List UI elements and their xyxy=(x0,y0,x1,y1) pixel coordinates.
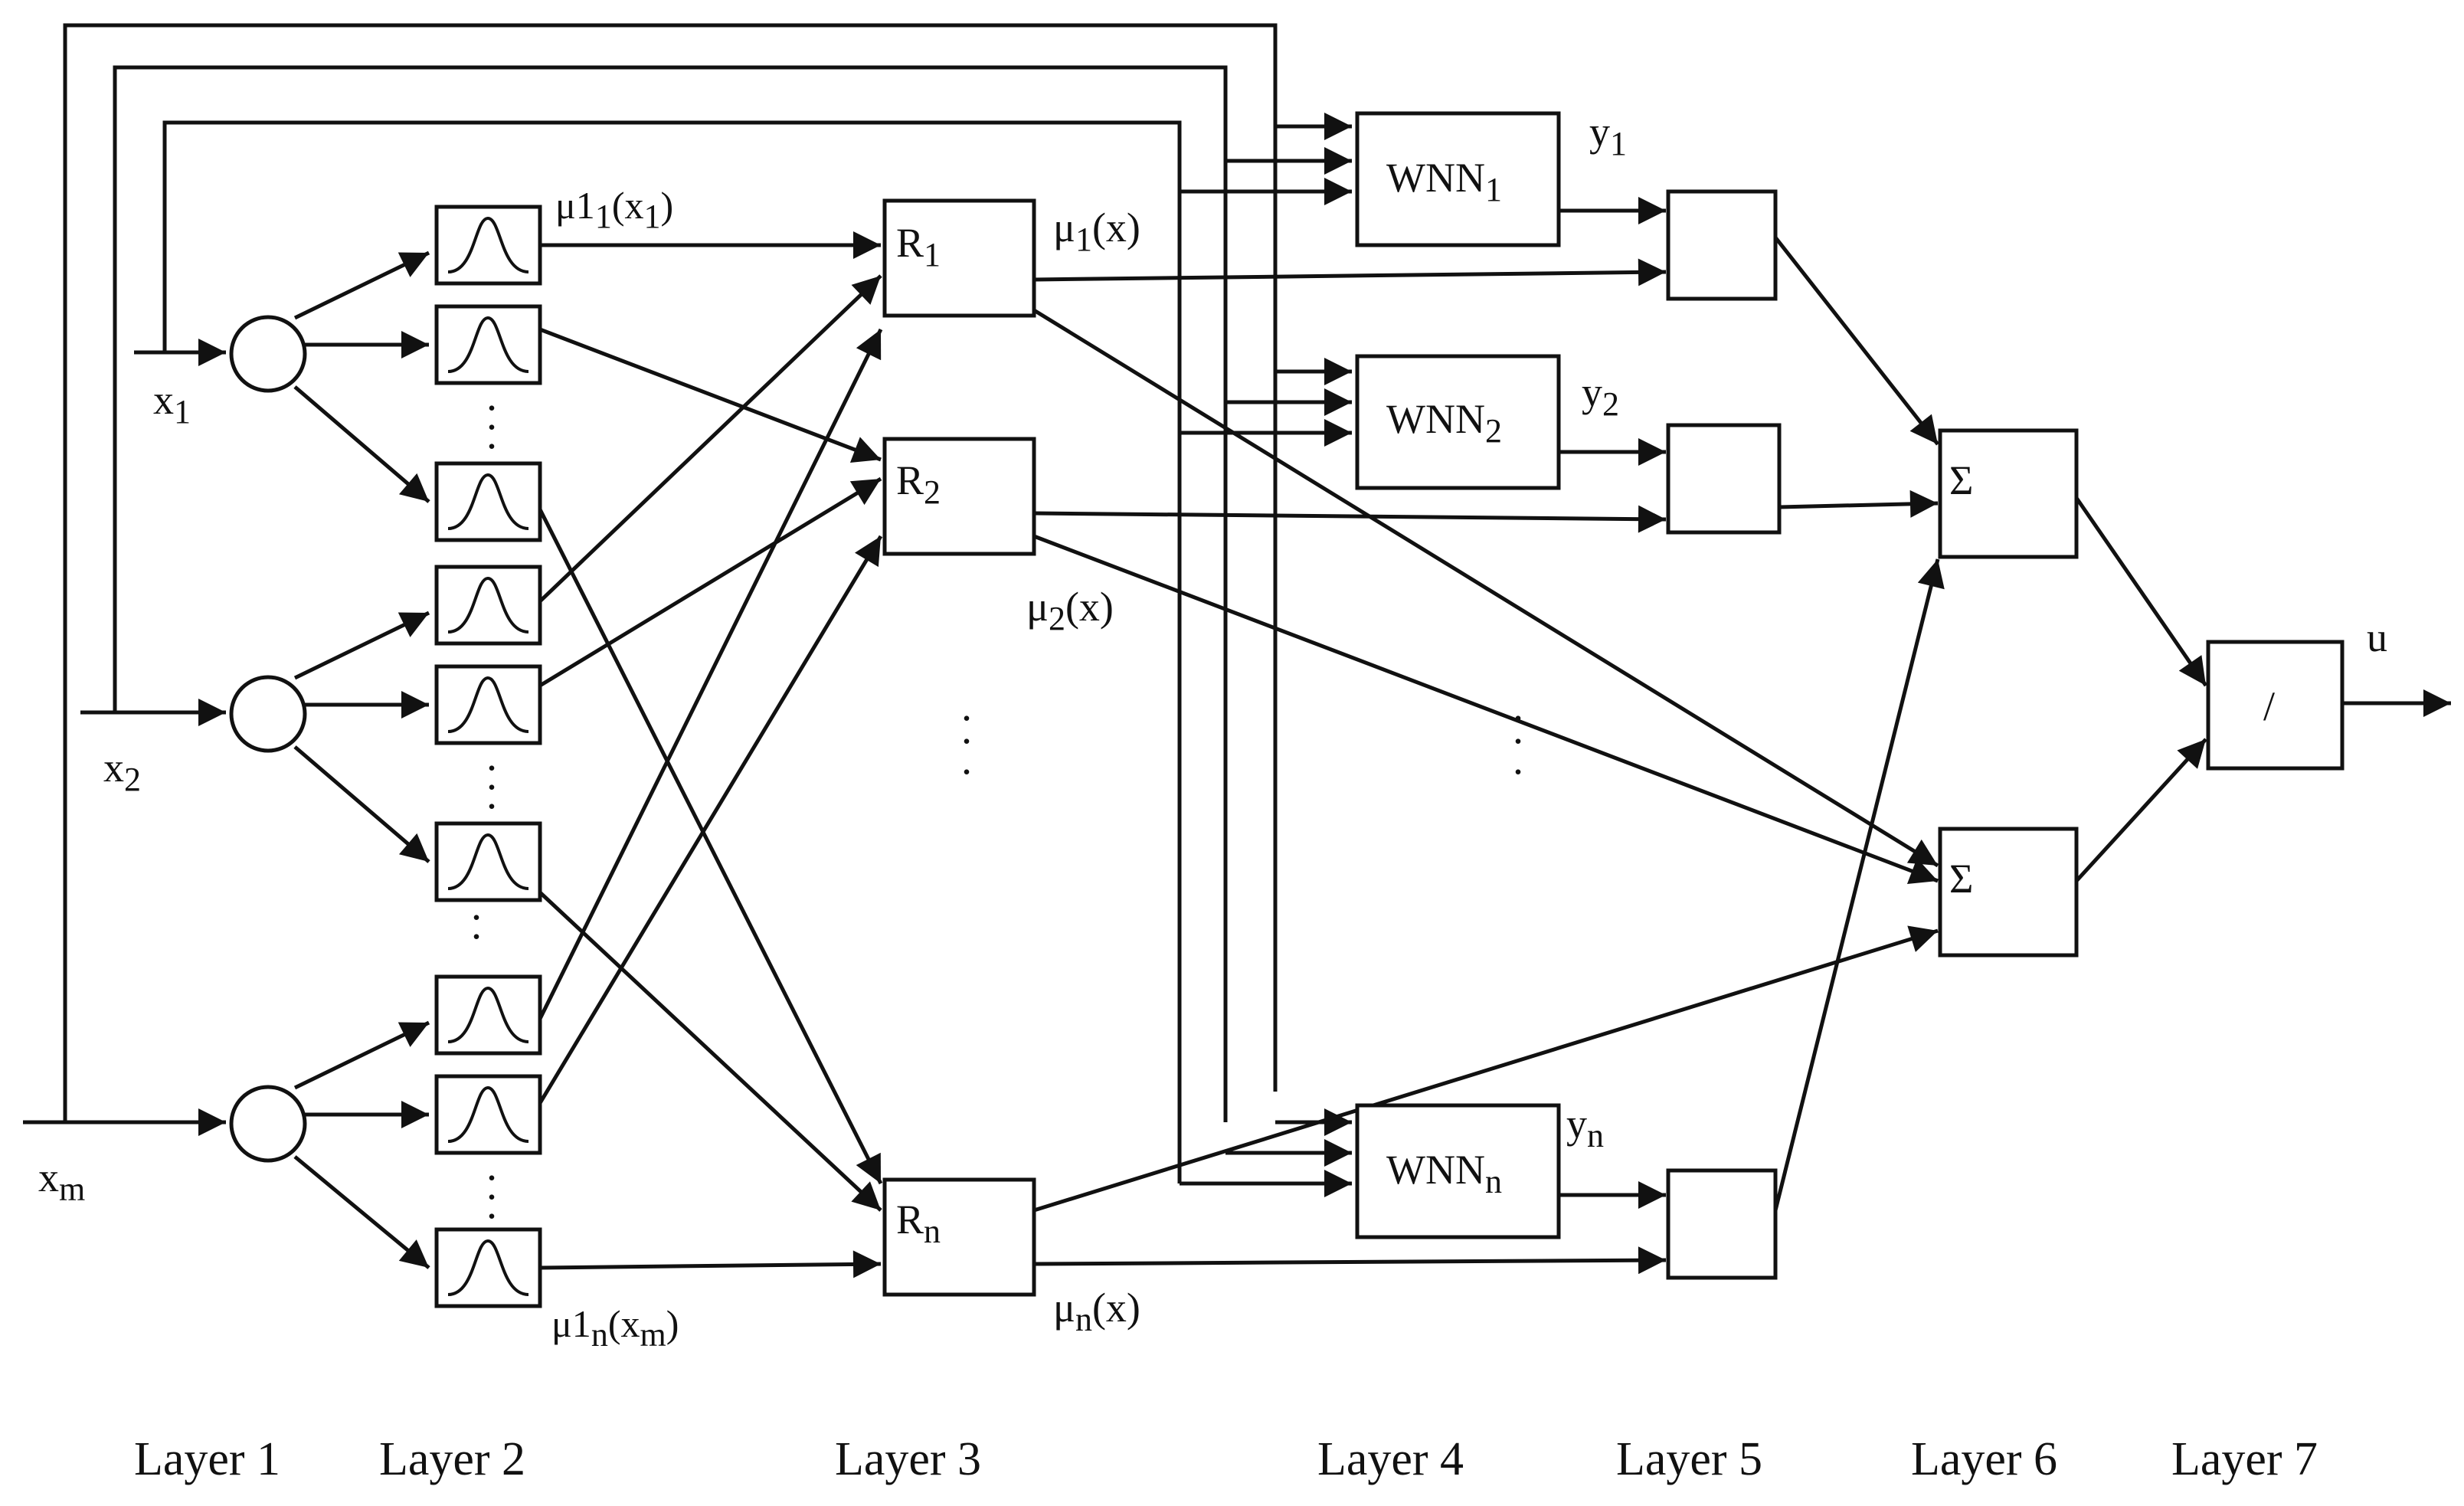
rule-label-n: Rn xyxy=(896,1197,941,1250)
mf-to-rule-wires xyxy=(538,231,883,1278)
product-node-n xyxy=(1666,1168,1778,1280)
rule-node-1 xyxy=(882,198,1036,318)
svg-text:.: . xyxy=(1513,706,1523,753)
product-nodes xyxy=(1666,189,1782,1280)
svg-text:.: . xyxy=(486,732,497,780)
input-label-2: x2 xyxy=(103,745,141,798)
product-node-2 xyxy=(1666,423,1782,535)
layer-caption-2: Layer 2 xyxy=(379,1433,525,1485)
sum-output-wires xyxy=(2074,496,2208,882)
wnn-node-2 xyxy=(1355,354,1561,490)
wnn-label-n: WNNn xyxy=(1386,1147,1502,1200)
svg-text:.: . xyxy=(486,411,497,458)
svg-text:.: . xyxy=(471,901,482,948)
membership-functions xyxy=(434,205,542,1308)
input-node-1 xyxy=(229,315,307,393)
svg-text:.: . xyxy=(486,1161,497,1209)
mf-box xyxy=(434,205,542,286)
layer-captions: Layer 1 Layer 2 Layer 3 Layer 4 Layer 5 … xyxy=(134,1433,2318,1485)
svg-text:.: . xyxy=(1513,736,1523,784)
rule-node-2 xyxy=(882,437,1036,556)
output-label: u xyxy=(2367,614,2387,660)
gaussian-curve-icon xyxy=(447,473,529,530)
rule-label-1: R1 xyxy=(896,220,941,273)
summation-nodes xyxy=(1938,428,2079,958)
sum-symbol-bottom: Σ xyxy=(1949,856,1973,902)
svg-text:.: . xyxy=(486,1142,497,1190)
mf-box xyxy=(434,461,542,542)
svg-text:.: . xyxy=(486,751,497,799)
gaussian-curve-icon xyxy=(447,676,529,733)
layer-caption-7: Layer 7 xyxy=(2171,1433,2318,1485)
wnn-output-label-1: y1 xyxy=(1589,109,1627,162)
product-node-1 xyxy=(1666,189,1778,301)
gaussian-curve-icon xyxy=(447,576,529,634)
product-output-wires xyxy=(1773,236,1945,1211)
mf-label-top: μ11(x1) xyxy=(555,184,673,235)
wnn-label-1: WNN1 xyxy=(1386,155,1502,208)
wnn-node-1 xyxy=(1355,111,1561,247)
mf-box xyxy=(434,1227,542,1308)
rule-output-label-2: μ2(x) xyxy=(1026,584,1114,637)
wnn-output-wires xyxy=(1559,197,1666,1209)
wnn-node-n xyxy=(1355,1103,1561,1239)
rule-label-2: R2 xyxy=(896,457,941,511)
input-label-1: x1 xyxy=(153,377,191,431)
svg-text:.: . xyxy=(1513,683,1523,730)
input-node-2 xyxy=(229,675,307,753)
mf-box xyxy=(434,565,542,646)
gaussian-curve-icon xyxy=(447,316,529,373)
rule-output-label-n: μn(x) xyxy=(1053,1285,1140,1338)
svg-text:.: . xyxy=(486,391,497,439)
node-to-mf-wires xyxy=(293,250,430,1269)
bypass-wires xyxy=(63,23,1352,1197)
sum-node-top xyxy=(1938,428,2079,559)
rule-output-label-1: μ1(x) xyxy=(1053,205,1140,258)
mf-label-bottom: μ1n(xm) xyxy=(551,1302,679,1354)
wnn-nodes xyxy=(1355,111,1561,1239)
gaussian-curve-icon xyxy=(447,1239,529,1296)
sum-node-bottom xyxy=(1938,827,2079,958)
layer-caption-4: Layer 4 xyxy=(1317,1433,1464,1485)
svg-text:.: . xyxy=(486,1180,497,1228)
svg-text:.: . xyxy=(486,372,497,420)
wnn-label-2: WNN2 xyxy=(1386,396,1502,450)
wnn-ellipsis: ... xyxy=(1513,683,1523,784)
mf-box xyxy=(434,974,542,1056)
mf-box xyxy=(434,1074,542,1155)
layer-caption-3: Layer 3 xyxy=(835,1433,981,1485)
layer-caption-6: Layer 6 xyxy=(1911,1433,2057,1485)
sum-symbol-top: Σ xyxy=(1949,457,1973,503)
svg-text:.: . xyxy=(961,706,972,753)
wnn-output-label-n: yn xyxy=(1566,1101,1604,1154)
layer-caption-5: Layer 5 xyxy=(1616,1433,1762,1485)
rule-nodes xyxy=(882,198,1036,1297)
rule-node-n xyxy=(882,1177,1036,1297)
rule-ellipsis: ... xyxy=(961,683,972,784)
division-node xyxy=(2206,640,2345,771)
mf-box xyxy=(434,821,542,902)
gaussian-curve-icon xyxy=(447,986,529,1043)
layer-caption-1: Layer 1 xyxy=(134,1433,280,1485)
gaussian-curve-icon xyxy=(447,216,529,273)
input-label-m: xm xyxy=(38,1154,85,1208)
rule-output-wires xyxy=(1032,258,1939,1275)
svg-text:.: . xyxy=(961,683,972,730)
mf-box xyxy=(434,664,542,745)
svg-text:.: . xyxy=(471,882,482,929)
svg-text:.: . xyxy=(961,736,972,784)
input-wires xyxy=(23,339,226,1136)
gaussian-curve-icon xyxy=(447,833,529,890)
svg-text:.: . xyxy=(486,771,497,818)
gaussian-curve-icon xyxy=(447,1085,529,1143)
wnn-output-label-2: y2 xyxy=(1582,369,1619,423)
input-node-m xyxy=(229,1085,307,1163)
mf-ellipsis: ... ... .. ... xyxy=(471,372,497,1228)
division-symbol: / xyxy=(2263,683,2275,729)
input-nodes xyxy=(229,315,307,1163)
mf-box xyxy=(434,304,542,385)
